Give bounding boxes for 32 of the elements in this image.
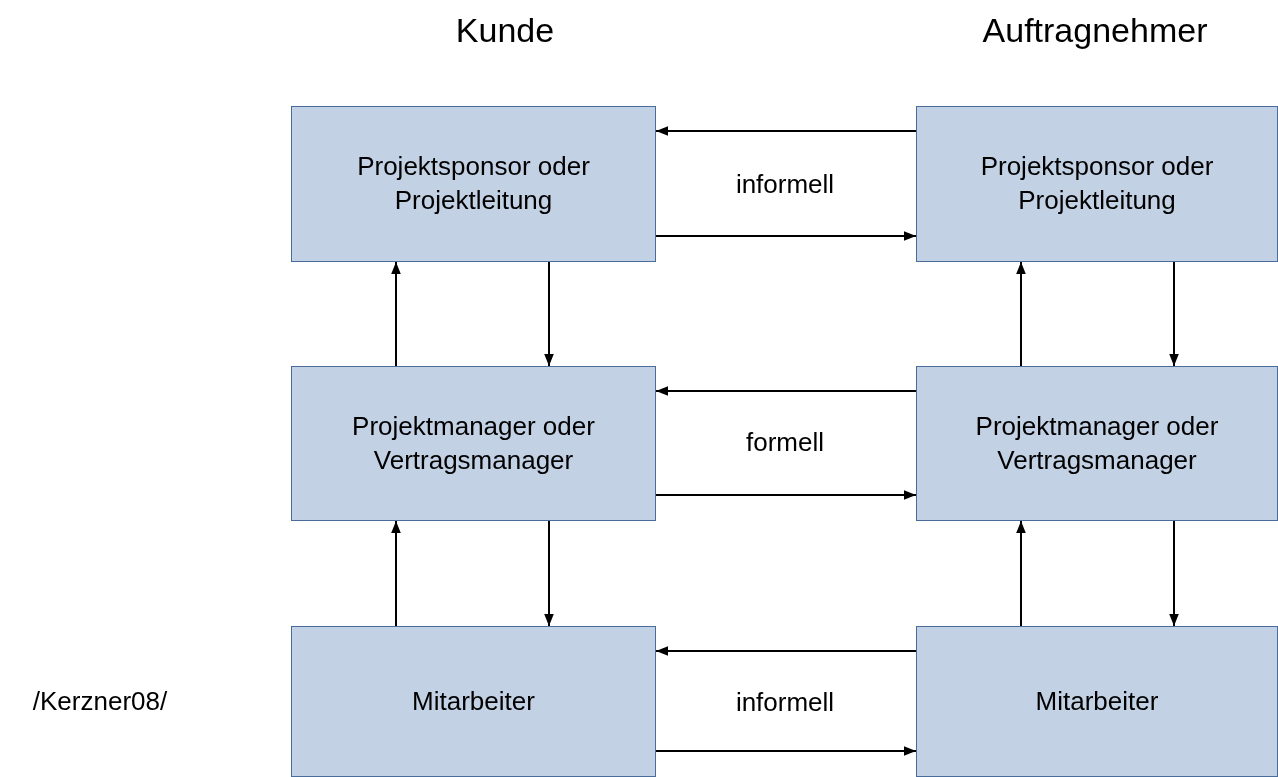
arrow — [655, 231, 917, 241]
arrow — [655, 386, 917, 396]
column-heading: Auftragnehmer — [981, 10, 1209, 51]
arrow — [655, 126, 917, 136]
arrow — [1016, 261, 1026, 367]
role-box — [916, 626, 1278, 777]
arrow — [391, 261, 401, 367]
arrow — [655, 746, 917, 756]
role-box — [291, 106, 656, 262]
role-box — [916, 106, 1278, 262]
arrow — [1016, 520, 1026, 627]
arrow — [544, 520, 554, 627]
role-name: Mitarbeiter — [1035, 684, 1159, 718]
column-heading: Kunde — [454, 10, 556, 51]
role-name: Mitarbeiter — [412, 684, 535, 718]
relation-label: informell — [734, 168, 836, 201]
role-name: Projektsponsor oder Projektleitung — [356, 150, 591, 217]
source-reference: /Kerzner08/ — [31, 685, 169, 718]
arrow — [655, 646, 917, 656]
arrow — [391, 520, 401, 627]
arrow — [655, 490, 917, 500]
arrow — [1169, 261, 1179, 367]
arrow — [544, 261, 554, 367]
role-box — [916, 366, 1278, 521]
role-name: Projektmanager oder Vertragsmanager — [351, 409, 596, 477]
role-name: Projektmanager oder Vertragsmanager — [974, 409, 1220, 477]
relation-label: formell — [745, 426, 825, 459]
arrow — [1169, 520, 1179, 627]
role-box — [291, 366, 656, 521]
role-box — [291, 626, 656, 777]
relation-label: informell — [734, 686, 836, 719]
role-name: Projektsponsor oder Projektleitung — [979, 150, 1215, 217]
